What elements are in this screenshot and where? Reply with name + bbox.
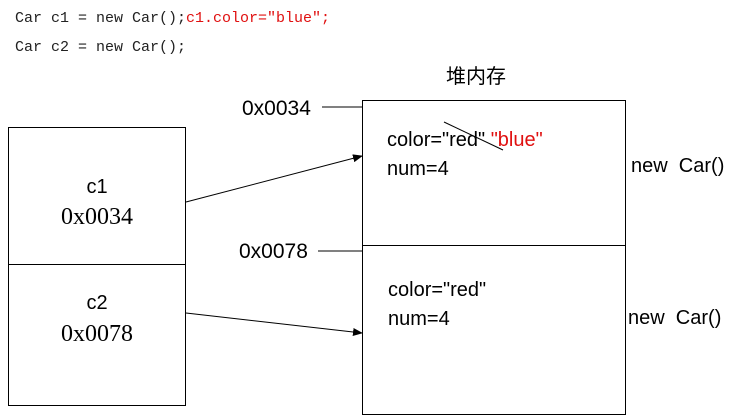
field-color: color="red" <box>388 279 487 301</box>
connector-lines <box>185 106 504 336</box>
field-num: num=4 <box>387 158 449 180</box>
stack-cell-c2: c2 0x0078 <box>8 264 186 406</box>
strikethrough-red <box>443 121 504 151</box>
field-color-old: color="red" <box>387 129 486 151</box>
field-color-new: "blue" <box>490 129 543 151</box>
stack-cell-c1: c1 0x0034 <box>8 127 186 265</box>
heap-object-2: color="red" num=4 <box>362 245 626 415</box>
heap-address-label: 0x0078 <box>239 240 308 263</box>
field-num: num=4 <box>388 308 450 330</box>
stack-var-address: 0x0034 <box>61 204 133 230</box>
field-color: color="red" "blue" <box>387 129 543 152</box>
code-line-1-part1: Car c1 = new Car(); <box>15 10 187 27</box>
code-line-2: Car c2 = new Car(); <box>15 39 187 56</box>
heap-address-label: 0x0034 <box>242 97 311 120</box>
new-car-label: new Car() <box>628 307 722 329</box>
stack-var-name: c1 <box>86 176 108 198</box>
arrow-c1-to-object1 <box>185 154 363 203</box>
heap-title: 堆内存 <box>446 64 506 88</box>
new-car-label: new Car() <box>631 155 725 177</box>
code-line-1: Car c1 = new Car();c1.color="blue"; <box>15 10 330 27</box>
stack-var-address: 0x0078 <box>61 321 133 347</box>
heap-object-1: color="red" "blue" num=4 <box>362 100 626 246</box>
stack-var-name: c2 <box>86 292 108 314</box>
code-line-1-part2: c1.color="blue"; <box>186 10 331 27</box>
arrow-c2-to-object2 <box>185 312 363 336</box>
